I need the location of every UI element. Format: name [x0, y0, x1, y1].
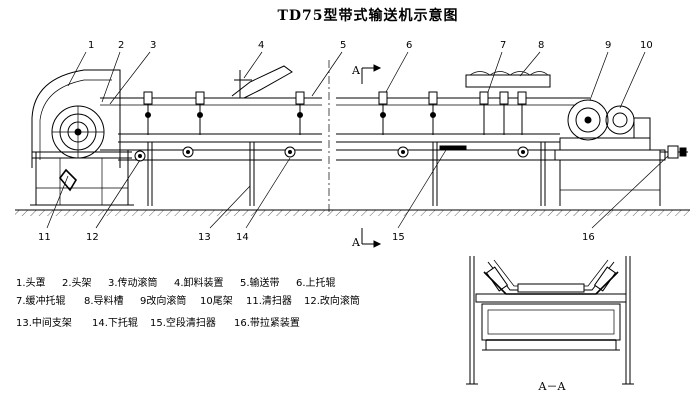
legend-item-14: 14.下托辊 — [92, 316, 138, 329]
callout-15: 15 — [392, 232, 405, 243]
callout-2: 2 — [118, 40, 124, 51]
callout-8: 8 — [538, 40, 544, 51]
callout-13: 13 — [198, 232, 211, 243]
section-view-label: A－A — [538, 380, 567, 393]
legend-item-6: 6.上托辊 — [296, 276, 336, 289]
callout-3: 3 — [150, 40, 156, 51]
guide-chute — [465, 71, 551, 88]
section-a-a-view: A－A — [466, 256, 634, 393]
callout-14: 14 — [236, 232, 249, 243]
carrying-idlers — [143, 91, 438, 135]
legend-item-8: 8.导料槽 — [84, 294, 124, 307]
callout-4: 4 — [258, 40, 264, 51]
legend-item-12: 12.改向滚筒 — [304, 294, 360, 307]
callout-10: 10 — [640, 40, 653, 51]
ground — [15, 209, 690, 216]
section-mark-bottom-label: A — [351, 236, 361, 249]
buffer-idlers — [479, 91, 527, 135]
callout-6: 6 — [406, 40, 412, 51]
callout-9: 9 — [605, 40, 611, 51]
callout-numbers: 1 2 3 4 5 6 7 8 9 10 11 12 13 14 15 16 — [38, 40, 653, 243]
diagram-title: TD75型带式输送机示意图 — [277, 7, 458, 24]
legend-item-15: 15.空段清扫器 — [150, 316, 216, 329]
head-hood — [31, 69, 121, 168]
callout-5: 5 — [340, 40, 346, 51]
tail-bend-pulley — [567, 99, 609, 141]
section-marker-bottom: A — [351, 228, 382, 249]
legend-item-5: 5.输送带 — [240, 276, 280, 289]
callout-7: 7 — [500, 40, 506, 51]
intermediate-supports — [147, 142, 546, 206]
discharge-device — [231, 65, 293, 99]
legend: 1.头罩 2.头架 3.传动滚筒 4.卸料装置 5.输送带 6.上托辊 7.缓冲… — [16, 276, 360, 329]
tensioning-device — [660, 145, 688, 159]
head-frame — [30, 150, 134, 206]
main-frame — [118, 133, 560, 161]
legend-item-9: 9改向滚筒 — [140, 294, 186, 307]
callout-11: 11 — [38, 232, 51, 243]
section-mark-top-label: A — [351, 64, 361, 77]
legend-item-7: 7.缓冲托辊 — [16, 294, 66, 307]
legend-item-10: 10尾架 — [200, 295, 233, 307]
legend-item-16: 16.带拉紧装置 — [234, 316, 300, 329]
legend-item-2: 2.头架 — [62, 277, 92, 289]
tail-frame — [554, 105, 666, 206]
legend-item-13: 13.中间支架 — [16, 316, 72, 329]
legend-item-4: 4.卸料装置 — [174, 276, 224, 289]
drive-pulley — [51, 105, 105, 159]
leader-lines — [46, 51, 669, 229]
callout-16: 16 — [582, 232, 595, 243]
legend-item-11: 11.清扫器 — [246, 294, 292, 307]
legend-item-1: 1.头罩 — [16, 277, 46, 289]
return-idlers — [134, 146, 529, 162]
callout-12: 12 — [86, 232, 99, 243]
empty-section-cleaner — [439, 145, 467, 151]
legend-item-3: 3.传动滚筒 — [108, 276, 158, 289]
section-marker-top: A — [351, 64, 382, 84]
callout-1: 1 — [88, 40, 94, 51]
